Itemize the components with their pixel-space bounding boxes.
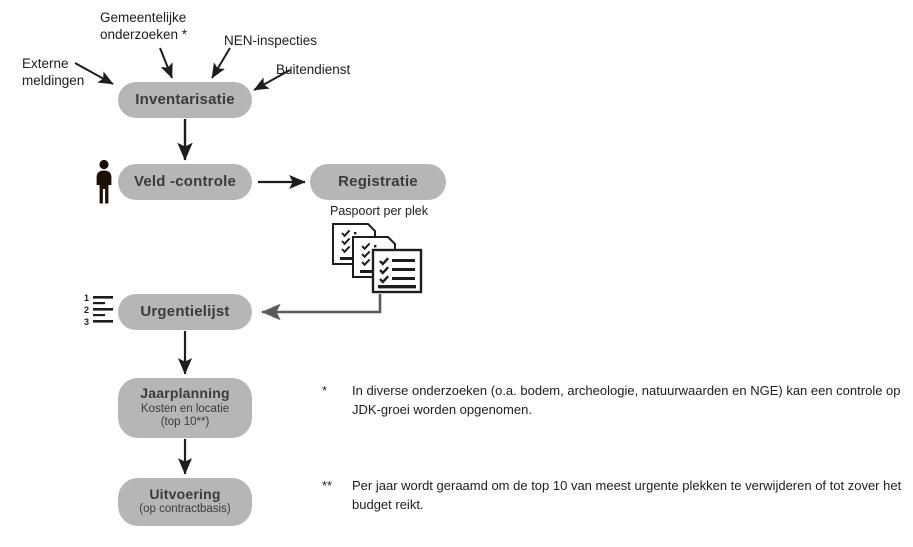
input-label-gemeentelijke-onderzoeken: Gemeentelijke onderzoeken *: [100, 10, 188, 42]
input-label-externe-meldingen: Externe meldingen: [22, 56, 85, 88]
node-uitvoering[interactable]: Uitvoering (op contractbasis): [118, 478, 252, 526]
node-jaarplanning[interactable]: Jaarplanning Kosten en locatie (top 10**…: [118, 378, 252, 438]
caption-paspoort-per-plek: Paspoort per plek: [330, 204, 428, 218]
arrow-nen-to-inventarisatie: [211, 47, 231, 79]
input-label-buitendienst: Buitendienst: [276, 62, 351, 77]
footnote-single-asterisk: * In diverse onderzoeken (o.a. bodem, ar…: [322, 382, 912, 420]
node-inventarisatie[interactable]: Inventarisatie: [118, 82, 252, 118]
svg-text:2: 2: [84, 305, 89, 315]
node-urgentielijst-title: Urgentielijst: [140, 302, 230, 320]
node-veld-controle-title: Veld -controle: [134, 172, 236, 190]
numbered-list-icon: 1 2 3: [84, 293, 113, 327]
footnote-double-asterisk: ** Per jaar wordt geraamd om de top 10 v…: [322, 477, 912, 515]
node-uitvoering-subtitle: (op contractbasis): [139, 503, 231, 516]
svg-text:1: 1: [84, 293, 89, 303]
footnote-single-asterisk-marker: *: [322, 383, 328, 398]
svg-text:3: 3: [84, 317, 89, 327]
arrow-registratie-to-urgentielijst: [261, 294, 382, 321]
arrow-gemeentelijke-to-inventarisatie: [159, 47, 173, 79]
input-label-nen-inspecties: NEN-inspecties: [224, 33, 318, 48]
footnote-double-asterisk-marker: **: [322, 478, 333, 493]
node-registratie-title: Registratie: [338, 172, 418, 190]
footnote-double-asterisk-text: Per jaar wordt geraamd om de top 10 van …: [352, 478, 902, 512]
checklist-documents-icon: [332, 223, 423, 294]
node-jaarplanning-title: Jaarplanning: [140, 385, 230, 402]
node-inventarisatie-title: Inventarisatie: [135, 90, 235, 108]
node-jaarplanning-subtitle-2: (top 10**): [160, 416, 210, 429]
node-uitvoering-title: Uitvoering: [149, 486, 221, 503]
node-veld-controle[interactable]: Veld -controle: [118, 164, 252, 200]
person-icon: [96, 159, 112, 204]
node-jaarplanning-subtitle-1: Kosten en locatie: [140, 402, 230, 415]
node-registratie[interactable]: Registratie: [310, 164, 446, 200]
footnote-single-asterisk-text: In diverse onderzoeken (o.a. bodem, arch…: [352, 383, 901, 417]
node-urgentielijst[interactable]: Urgentielijst: [118, 294, 252, 330]
